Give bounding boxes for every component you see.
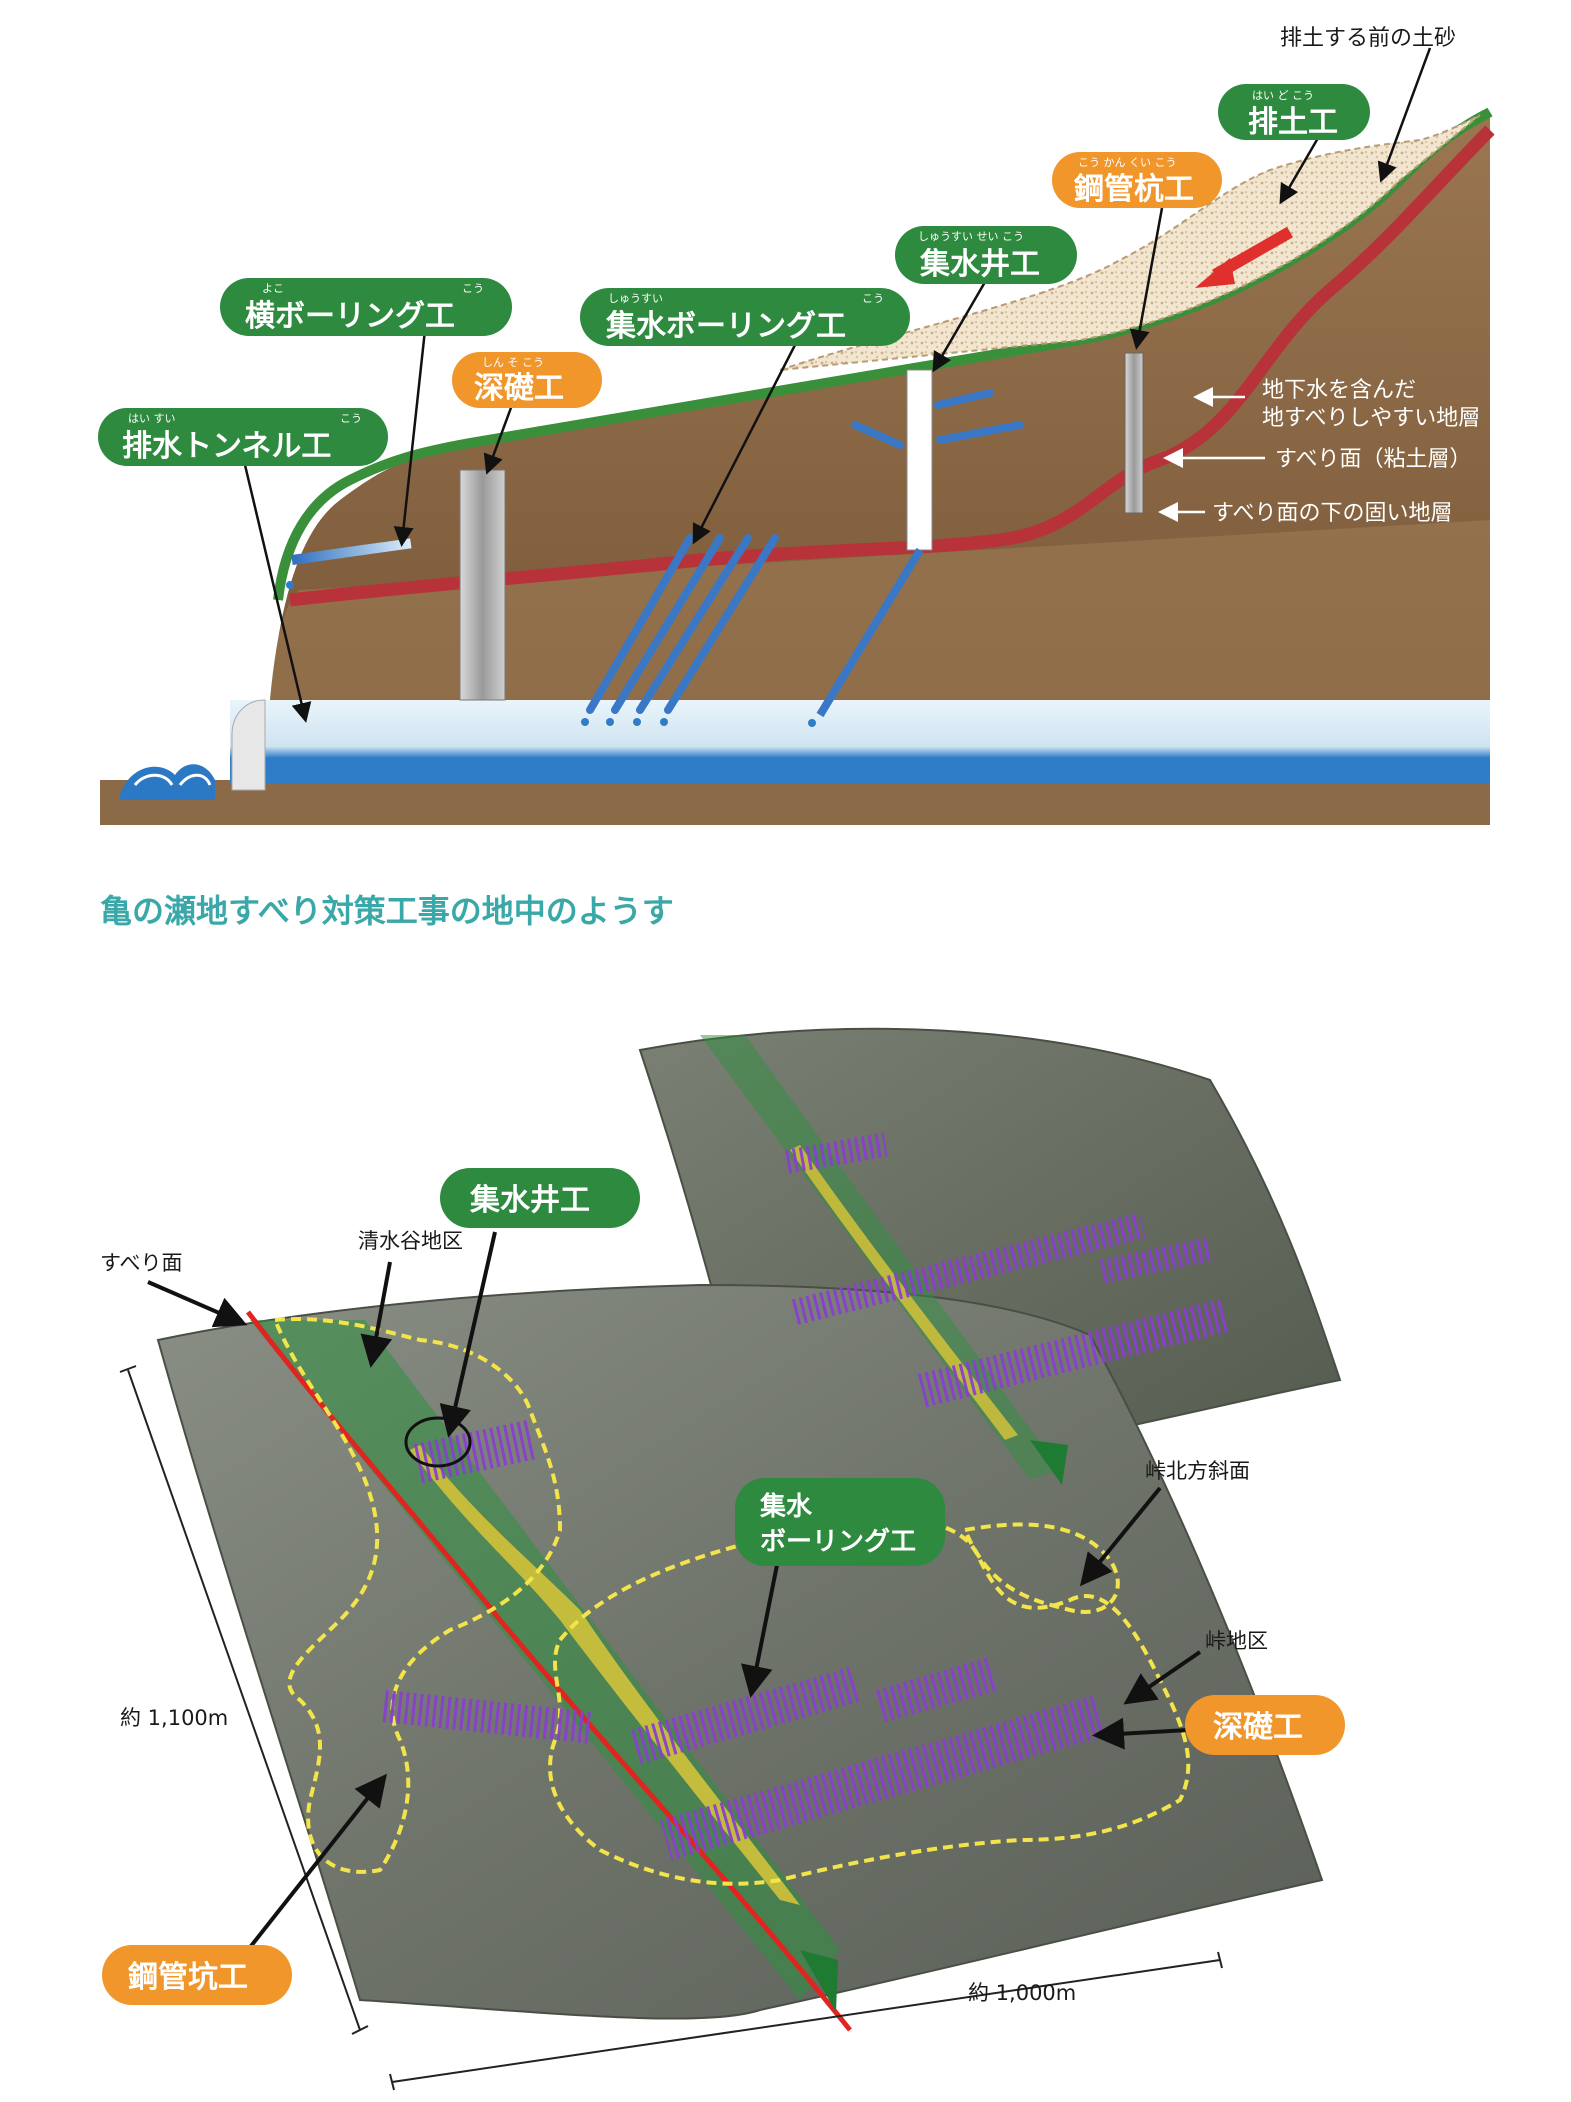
pointer-shinso-map xyxy=(1092,1717,1189,1750)
map-3d: 集水井工 すべり面 清水谷地区 峠北方斜面 集水 ボーリング工 峠地区 深礎工 … xyxy=(100,1027,1345,2091)
map-label-toge: 峠地区 xyxy=(1205,1629,1268,1653)
well-drain-pipe xyxy=(816,547,924,718)
boundary-north xyxy=(962,1522,1120,1614)
ground-base xyxy=(100,780,1490,825)
map-label-subeirimen: すべり面 xyxy=(100,1251,183,1275)
boring-drops xyxy=(581,718,668,726)
svg-text:鋼管杭工: 鋼管杭工 xyxy=(1074,172,1194,207)
svg-text:横ボーリング工: 横ボーリング工 xyxy=(245,299,455,334)
map-label-toge-north: 峠北方斜面 xyxy=(1145,1459,1250,1483)
map-pill-shinso: 深礎工 xyxy=(1185,1695,1345,1755)
label-soil-before: 排土する前の土砂 xyxy=(1280,26,1456,51)
river-strip xyxy=(230,755,1490,783)
pointer-toge xyxy=(1123,1650,1202,1705)
svg-text:排水トンネル工: 排水トンネル工 xyxy=(122,429,331,464)
pill-haido: はい ど こう 排土工 xyxy=(1218,84,1370,140)
svg-text:ボーリング工: ボーリング工 xyxy=(760,1527,916,1557)
svg-text:こう: こう xyxy=(462,282,484,295)
note-groundwater-1: 地下水を含んだ xyxy=(1262,378,1416,403)
pointer-soil-before xyxy=(1377,47,1432,183)
pill-shusui-sei: しゅうすい せい こう 集水井工 xyxy=(895,226,1077,284)
pill-yoko-boring: よこ こう 横ボーリング工 xyxy=(220,278,512,336)
dimension-height xyxy=(127,1369,361,2031)
pointer-shusui-boring xyxy=(692,344,797,545)
pointer-haido xyxy=(1279,137,1320,205)
note-hard: すべり面の下の固い地層 xyxy=(1212,501,1452,526)
map-label-height: 約 1,100m xyxy=(120,1706,228,1730)
water-drop xyxy=(286,581,294,589)
svg-text:こう: こう xyxy=(862,292,884,305)
marker-main-triangle xyxy=(800,1950,838,2012)
svg-text:鋼管坑工: 鋼管坑工 xyxy=(128,1960,248,1995)
svg-text:はい ど こう: はい ど こう xyxy=(1252,89,1314,102)
slip-layer xyxy=(289,125,1495,607)
pill-kokan-kui: こう かん くい こう 鋼管杭工 xyxy=(1052,152,1222,208)
dim-width-tick-a xyxy=(389,2073,395,2091)
well-drop xyxy=(808,719,816,727)
steel-pipe-pile xyxy=(1124,352,1144,514)
dim-width-tick-b xyxy=(1217,1951,1223,1969)
marker-inset-triangle xyxy=(1030,1440,1068,1485)
note-slip: すべり面（粘土層） xyxy=(1275,447,1471,472)
pointer-yoko xyxy=(393,329,427,547)
svg-text:集水井工: 集水井工 xyxy=(469,1183,590,1218)
map-pill-shusui-boring: 集水 ボーリング工 xyxy=(735,1478,945,1566)
svg-text:しゅうすい: しゅうすい xyxy=(608,292,663,305)
pointer-haisui xyxy=(243,464,312,723)
pointer-shusui-sei xyxy=(932,281,987,373)
svg-text:深礎工: 深礎工 xyxy=(474,371,564,406)
slip-band xyxy=(410,1445,800,1905)
svg-text:こう かん くい こう: こう かん くい こう xyxy=(1078,156,1177,169)
pile-rows xyxy=(381,1132,1229,1861)
red-slide-arrowhead xyxy=(1195,258,1235,288)
pointer-toge-north xyxy=(1079,1486,1162,1587)
well-circle xyxy=(404,1416,472,1468)
drainage-tunnel xyxy=(230,700,1490,758)
map-pill-shusui-sei: 集水井工 xyxy=(440,1168,640,1228)
dim-height-tick-b xyxy=(351,2025,369,2035)
svg-text:集水: 集水 xyxy=(759,1491,813,1522)
svg-text:こう: こう xyxy=(340,412,362,425)
pill-shusui-boring: しゅうすい こう 集水ボーリング工 xyxy=(580,288,910,346)
svg-text:よこ: よこ xyxy=(262,282,284,295)
map-label-shimizudani: 清水谷地区 xyxy=(358,1229,463,1253)
pointer-well xyxy=(439,1231,497,1438)
svg-text:排土工: 排土工 xyxy=(1248,105,1338,140)
removed-soil xyxy=(779,114,1481,371)
tunnel-portal xyxy=(231,699,266,791)
section-title: 亀の瀬地すべり対策工事の地中のようす xyxy=(100,892,674,930)
map-pill-kokan: 鋼管坑工 xyxy=(102,1945,292,2005)
dimension-width xyxy=(391,1959,1221,2083)
well-side-borings xyxy=(851,389,1024,449)
deep-foundation-pillar xyxy=(459,469,506,701)
map-label-width: 約 1,000m xyxy=(968,1981,1076,2005)
note-groundwater-2: 地すべりしやすい地層 xyxy=(1262,406,1480,431)
pointer-shimizudani xyxy=(360,1261,393,1368)
pointer-kokan xyxy=(1129,207,1164,350)
svg-text:しん そ こう: しん そ こう xyxy=(482,356,544,369)
horizontal-boring-pipe xyxy=(291,538,412,565)
collecting-well xyxy=(906,369,933,551)
dim-height-tick-a xyxy=(119,1365,137,1373)
collecting-borings xyxy=(586,534,779,714)
svg-text:深礎工: 深礎工 xyxy=(1213,1710,1303,1745)
pointer-subeirimen xyxy=(147,1280,248,1328)
pill-shinso: しん そ こう 深礎工 xyxy=(452,352,602,408)
svg-text:しゅうすい せい こう: しゅうすい せい こう xyxy=(918,230,1024,243)
pointer-boring xyxy=(741,1559,780,1698)
water-outflow xyxy=(120,764,215,800)
pointer-shinso xyxy=(483,404,514,475)
cross-section: 排土する前の土砂 はい ど こう 排土工 こう かん くい こう 鋼管杭工 しゅ… xyxy=(98,26,1495,825)
pill-haisui-tunnel: はい すい こう 排水トンネル工 xyxy=(98,408,388,466)
svg-text:集水ボーリング工: 集水ボーリング工 xyxy=(605,309,846,344)
svg-text:集水井工: 集水井工 xyxy=(919,247,1040,282)
svg-text:はい すい: はい すい xyxy=(128,412,176,425)
pointer-kokan-map xyxy=(238,1773,387,1962)
